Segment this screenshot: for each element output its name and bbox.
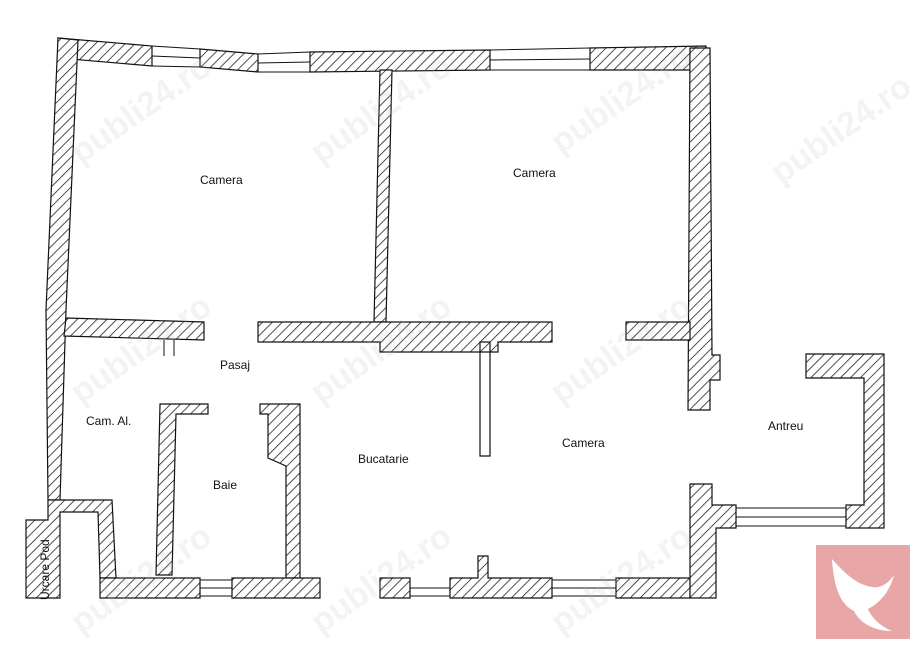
- window-3: [489, 47, 591, 71]
- wall-stair: [25, 499, 117, 599]
- room-label-antreu: Antreu: [768, 419, 804, 433]
- wall-center-divider: [373, 69, 393, 323]
- window-7: [736, 507, 846, 527]
- wall-middle: [257, 321, 553, 353]
- wall-left-room-bottom: [63, 317, 205, 341]
- room-label-camera-bottom: Camera: [562, 436, 605, 450]
- door-jamb: [163, 340, 175, 356]
- partition-outline: [479, 342, 491, 457]
- wall-bath-left: [155, 403, 209, 576]
- wall-top-3: [309, 49, 491, 73]
- room-label-pasaj: Pasaj: [220, 358, 251, 372]
- room-label-urcare-pod: Urcare Pod: [38, 539, 52, 600]
- wall-bottom-3: [379, 577, 411, 599]
- wall-right-stub: [625, 321, 691, 341]
- room-label-camera-top-right: Camera: [513, 166, 556, 180]
- wall-bottom-2: [231, 577, 321, 599]
- wall-top-2: [199, 48, 259, 73]
- wall-bottom-5: [615, 577, 691, 599]
- room-label-camera-top-left: Camera: [200, 173, 243, 187]
- room-label-cam-al: Cam. Al.: [86, 414, 132, 428]
- wall-kitchen-partition: [479, 341, 491, 457]
- window-6: [410, 587, 450, 597]
- wall-antreu: [805, 353, 885, 529]
- window-5: [552, 579, 616, 597]
- dove-logo-icon: [816, 545, 910, 639]
- wall-top-4: [589, 45, 707, 71]
- walls: [25, 37, 885, 599]
- window-2: [257, 51, 311, 73]
- window-1: [151, 45, 201, 68]
- wall-bath-right: [259, 403, 301, 579]
- room-label-baie: Baie: [213, 478, 238, 492]
- wall-lower-right: [689, 483, 737, 599]
- wall-right-upper: [687, 47, 721, 411]
- windows: [151, 45, 846, 597]
- wall-bottom-1: [99, 577, 201, 599]
- window-4: [200, 579, 232, 597]
- wall-left: [45, 37, 79, 501]
- wall-bottom-4: [449, 555, 553, 599]
- room-label-bucatarie: Bucatarie: [358, 452, 409, 466]
